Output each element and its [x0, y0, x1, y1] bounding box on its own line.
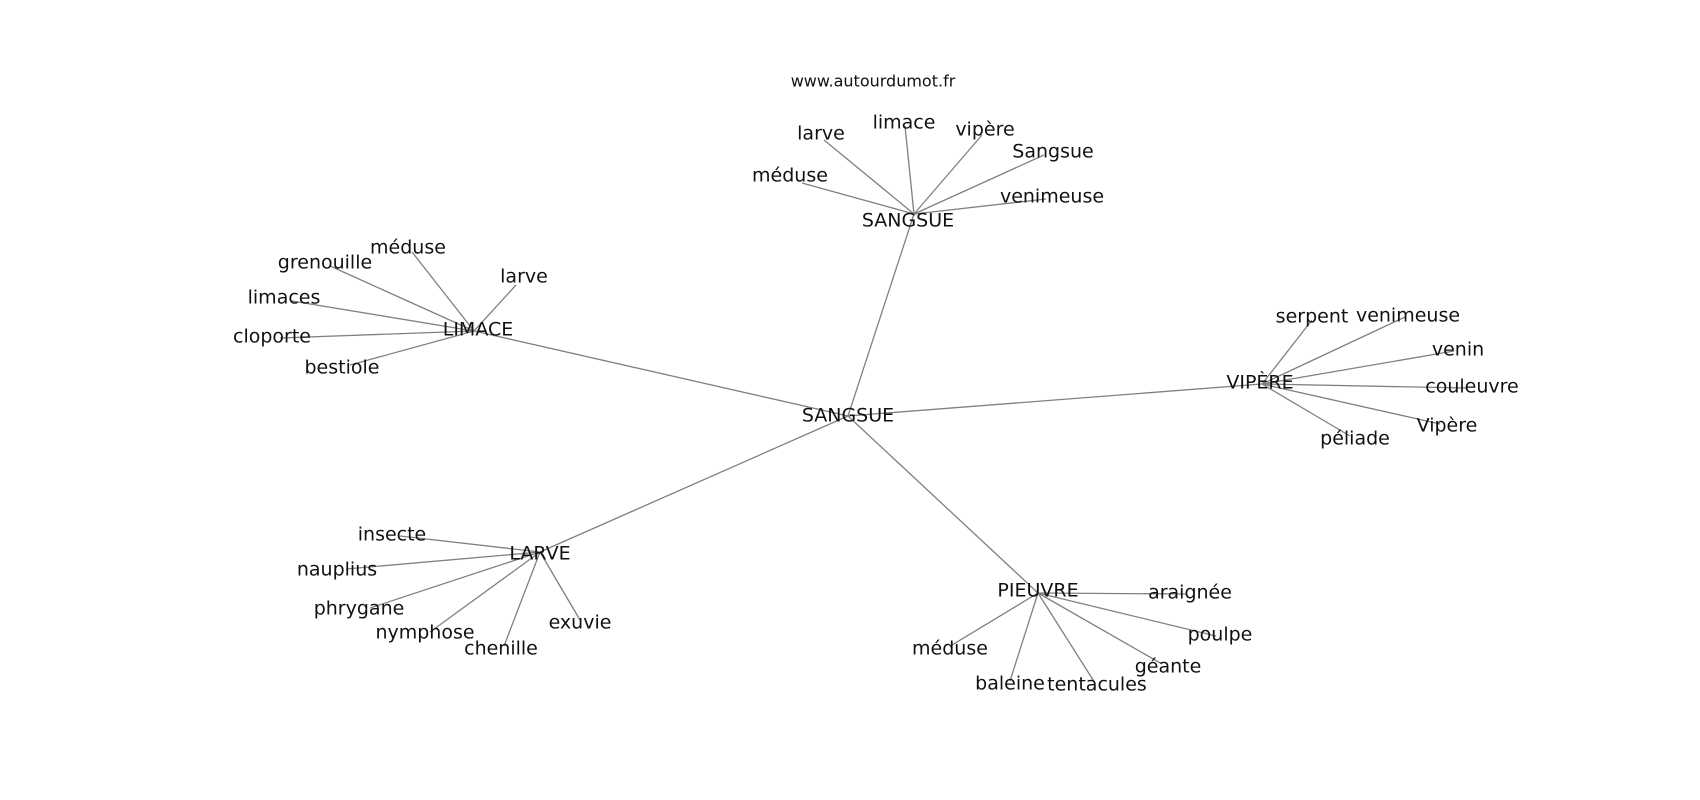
edge-pieuvre-leaf: [1037, 592, 1187, 595]
leaf-node-sangsue: Sangsue: [1012, 141, 1093, 163]
edge-sangsue-leaf: [801, 182, 915, 215]
edge-sangsue-leaf: [913, 134, 983, 215]
leaf-node-pieuvre: poulpe: [1188, 624, 1253, 646]
leaf-node-pieuvre: méduse: [912, 638, 988, 660]
center-node: SANGSUE: [802, 405, 894, 427]
edge-larve-leaf: [399, 535, 541, 553]
leaf-node-pieuvre: géante: [1135, 656, 1202, 678]
edge-pieuvre-leaf: [1009, 592, 1039, 682]
leaf-node-limace: bestiole: [305, 357, 380, 379]
leaf-node-sangsue: limace: [873, 112, 936, 134]
edge-larve-leaf: [539, 551, 581, 621]
edge-pieuvre-leaf: [951, 592, 1039, 646]
edge-larve-leaf: [345, 551, 541, 570]
leaf-node-vipere: serpent: [1276, 306, 1349, 328]
leaf-node-limace: méduse: [370, 237, 446, 259]
leaf-node-vipere: couleuvre: [1425, 376, 1518, 398]
edge-larve-leaf: [503, 551, 541, 647]
graph-edges: [279, 125, 1467, 684]
leaf-node-larve: nauplius: [297, 559, 377, 581]
edge-larve-leaf: [429, 551, 541, 633]
edge-limace-leaf: [291, 300, 475, 332]
hub-node-pieuvre: PIEUVRE: [997, 580, 1078, 602]
edge-limace-leaf: [411, 251, 475, 332]
leaf-node-vipere: péliade: [1320, 428, 1390, 450]
leaf-node-sangsue: larve: [797, 123, 845, 145]
hub-node-limace: LIMACE: [443, 319, 514, 341]
leaf-node-sangsue: vipère: [955, 119, 1014, 141]
leaf-node-vipere: venimeuse: [1356, 305, 1460, 327]
leaf-node-sangsue: venimeuse: [1000, 186, 1104, 208]
leaf-node-vipere: Vipère: [1417, 415, 1478, 437]
hub-node-sangsue: SANGSUE: [862, 210, 954, 232]
leaf-node-sangsue: méduse: [752, 165, 828, 187]
edge-pieuvre-leaf: [1037, 592, 1217, 637]
leaf-node-larve: insecte: [358, 524, 427, 546]
edge-center-vipere: [847, 383, 1263, 417]
hub-node-larve: LARVE: [509, 543, 570, 565]
leaf-node-larve: phrygane: [314, 598, 405, 620]
edge-limace-leaf: [473, 284, 517, 332]
source-url[interactable]: www.autourdumot.fr: [791, 72, 956, 91]
edge-vipere-leaf: [1261, 383, 1441, 425]
edge-center-sangsue: [847, 213, 915, 417]
edge-limace-leaf: [329, 265, 475, 332]
edge-sangsue-leaf: [913, 198, 1047, 215]
hub-node-vipere: VIPÈRE: [1226, 371, 1293, 394]
leaf-node-limace: limaces: [248, 287, 321, 309]
edge-center-limace: [473, 330, 849, 417]
edge-pieuvre-leaf: [1037, 592, 1096, 684]
leaf-node-vipere: venin: [1432, 339, 1484, 361]
leaf-node-pieuvre: tentacules: [1047, 674, 1147, 696]
edge-center-larve: [539, 415, 849, 553]
edge-vipere-leaf: [1261, 383, 1467, 389]
leaf-node-limace: larve: [500, 266, 548, 288]
leaf-node-pieuvre: baleine: [975, 673, 1045, 695]
graph-labels: www.autourdumot.fr SANGSUE SANGSUE méduse…: [233, 72, 1519, 696]
edge-center-pieuvre: [847, 415, 1039, 594]
edge-sangsue-leaf: [904, 125, 915, 215]
edge-vipere-leaf: [1261, 319, 1313, 385]
leaf-node-larve: nymphose: [375, 622, 474, 644]
edge-sangsue-leaf: [823, 139, 915, 215]
leaf-node-limace: grenouille: [278, 252, 372, 274]
edge-vipere-leaf: [1261, 316, 1406, 385]
edge-larve-leaf: [369, 551, 541, 609]
leaf-node-larve: exuvie: [549, 612, 612, 634]
edge-limace-leaf: [349, 330, 475, 366]
leaf-node-larve: chenille: [464, 638, 538, 660]
edge-sangsue-leaf: [913, 154, 1045, 215]
edge-pieuvre-leaf: [1037, 592, 1163, 665]
leaf-node-limace: cloporte: [233, 326, 311, 348]
edge-vipere-leaf: [1261, 383, 1351, 437]
leaf-node-pieuvre: araignée: [1148, 582, 1232, 604]
edge-limace-leaf: [279, 330, 475, 339]
edge-vipere-leaf: [1261, 350, 1455, 385]
